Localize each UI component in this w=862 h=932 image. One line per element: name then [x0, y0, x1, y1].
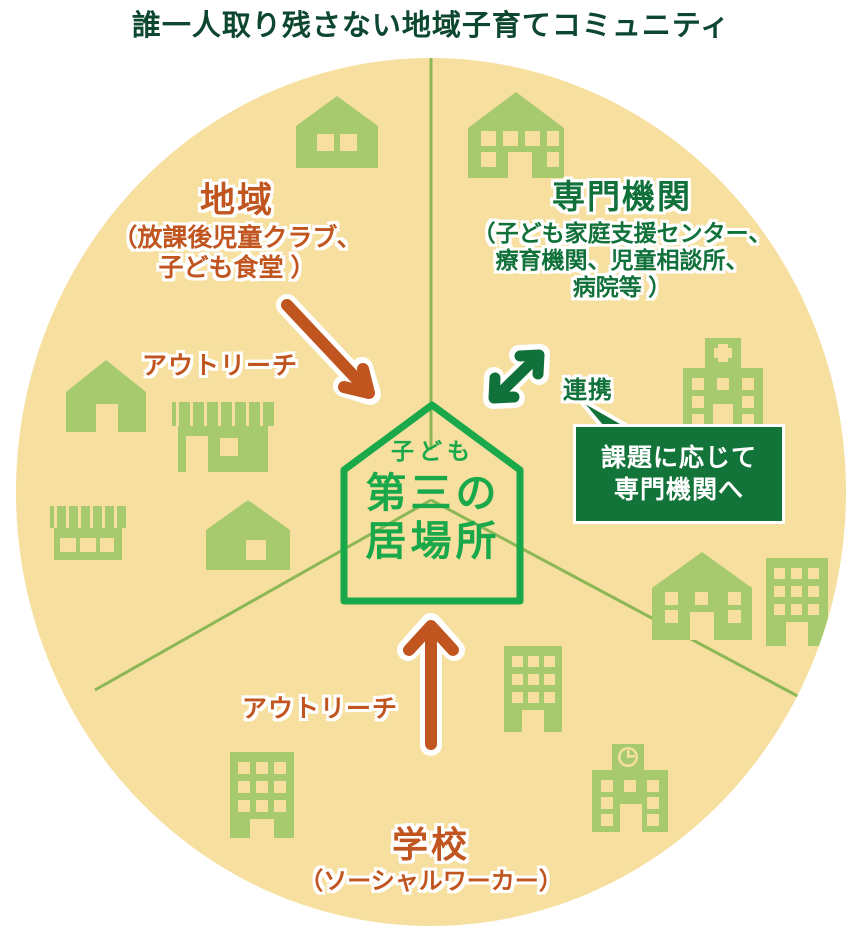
house-icon [206, 500, 290, 570]
region-heading-senmon: 専門機関 [552, 178, 692, 215]
callout-line1: 課題に応じて [600, 443, 757, 472]
shop-awning-icon [50, 506, 126, 560]
shop-awning-icon [172, 402, 274, 472]
region-label-gakkou: 学校 （ソーシャルワーカー） [276, 824, 586, 897]
decorative-icon-layer [50, 92, 828, 838]
region-detail-chiiki-line1: （放課後児童クラブ、 [112, 224, 362, 253]
center-line2: 居場所 [365, 518, 501, 564]
region-label-chiiki: 地域 （放課後児童クラブ、 子ども食堂 ） [92, 180, 382, 283]
center-eyebrow: 子ども [391, 438, 475, 464]
region-detail-chiiki-line2: 子ども食堂 ） [158, 253, 316, 282]
region-heading-gakkou: 学校 [391, 824, 470, 865]
center-house-label: 子ども 第三の 居場所 [338, 440, 528, 562]
apartment-building-icon [504, 646, 562, 732]
region-heading-chiiki: 地域 [199, 181, 274, 220]
center-line1: 第三の [365, 470, 501, 516]
region-detail-senmon-line3: 病院等 ） [572, 274, 672, 301]
connector-label-renkei: 連携 [563, 377, 613, 404]
connector-label-outreach-bottom: アウトリーチ [241, 695, 398, 723]
apartment-building-icon [766, 558, 828, 646]
green-double-arrow-diagonal [483, 344, 550, 409]
clock-school-icon [592, 744, 668, 832]
divider-line-bottom-right [430, 498, 806, 702]
house-icon [296, 96, 378, 168]
callout-text: 課題に応じて 専門機関へ [601, 442, 757, 507]
region-detail-gakkou-line1: （ソーシャルワーカー） [299, 868, 563, 896]
region-detail-senmon-line1: （子ども家庭支援センター、 [472, 219, 772, 246]
house-outline-icon [340, 401, 524, 605]
school-building-icon [652, 552, 752, 640]
house-icon [66, 360, 146, 432]
region-label-senmon: 専門機関 （子ども家庭支援センター、 療育機関、児童相談所、 病院等 ） [452, 178, 792, 301]
orange-arrow-down-right [276, 294, 381, 405]
divider-line-bottom-left [94, 498, 432, 692]
apartment-building-icon [230, 752, 294, 838]
callout-box: 課題に応じて 専門機関へ [573, 424, 785, 524]
connector-label-outreach-top: アウトリーチ [141, 352, 298, 380]
school-building-icon [468, 92, 564, 178]
region-detail-senmon-line2: 療育機関、児童相談所、 [495, 247, 749, 274]
circle-contents-svg [50, 58, 828, 838]
callout-line2: 専門機関へ [613, 476, 744, 504]
page-title: 誰一人取り残さない地域子育てコミュニティ [131, 10, 731, 42]
orange-arrow-up [397, 613, 465, 756]
